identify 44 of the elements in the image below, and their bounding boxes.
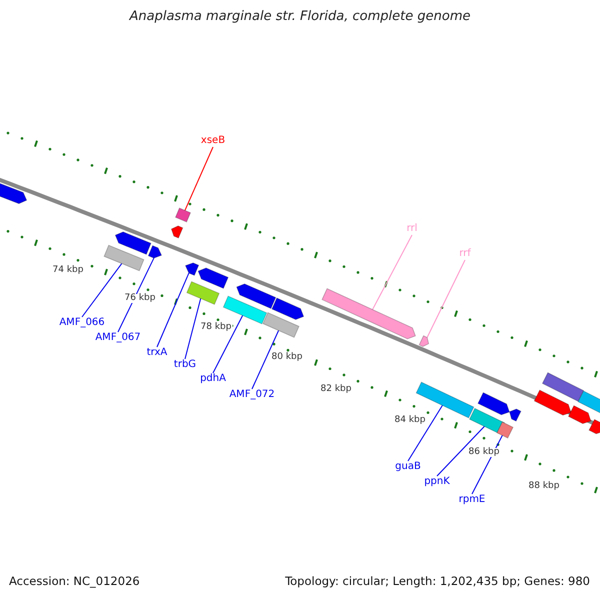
title: Anaplasma marginale str. Florida, complete genome (130, 10, 470, 23)
leader-line (118, 258, 154, 332)
gene-glyph (322, 288, 416, 340)
gene-label: guaB (395, 462, 421, 472)
leader-line (184, 146, 214, 211)
leader-line (426, 260, 466, 338)
gene-glyph (262, 312, 300, 338)
scale-label: 86 kbp (468, 448, 500, 457)
gene-label: AMF_067 (95, 333, 141, 343)
gene-glyph (496, 421, 514, 439)
gene-label: rrl (406, 224, 418, 234)
gene-glyph (469, 408, 505, 434)
gene-label: xseB (200, 136, 226, 146)
gene-label: rrf (459, 249, 471, 259)
gene-label: pdhA (200, 374, 226, 384)
leader-line (82, 263, 122, 318)
scale-label: 80 kbp (270, 353, 304, 362)
scale-label: 88 kbp (528, 482, 560, 491)
scale-label: 78 kbp (200, 323, 232, 332)
scale-label: 74 kbp (52, 266, 84, 275)
leader-line (408, 404, 443, 462)
gene-label: trbG (174, 360, 196, 370)
leader-line (156, 272, 190, 348)
gene-glyph (184, 262, 200, 276)
gene-label: AMF_072 (229, 390, 275, 400)
gene-glyph (104, 244, 144, 272)
leader-line (436, 426, 485, 476)
genome-info-text: Topology: circular; Length: 1,202,435 bp; Genes: 980 (285, 576, 590, 588)
leader-line (372, 234, 412, 310)
scale-label: 82 kbp (320, 385, 352, 394)
accession-text: Accession: NC_012026 (9, 576, 140, 588)
gene-glyph (186, 281, 220, 305)
leader-line (184, 298, 202, 360)
gene-glyph (418, 335, 430, 347)
gene-label: rpmE (458, 495, 486, 505)
gene-glyph (175, 208, 191, 222)
gene-label: trxA (146, 348, 168, 358)
gene-glyph (148, 245, 162, 258)
leader-line (212, 315, 244, 374)
scale-label: 76 kbp (124, 294, 156, 303)
leader-line (252, 330, 280, 390)
gene-label: ppnK (424, 477, 450, 487)
gene-label: AMF_066 (59, 318, 105, 328)
scale-label: 84 kbp (394, 416, 426, 425)
